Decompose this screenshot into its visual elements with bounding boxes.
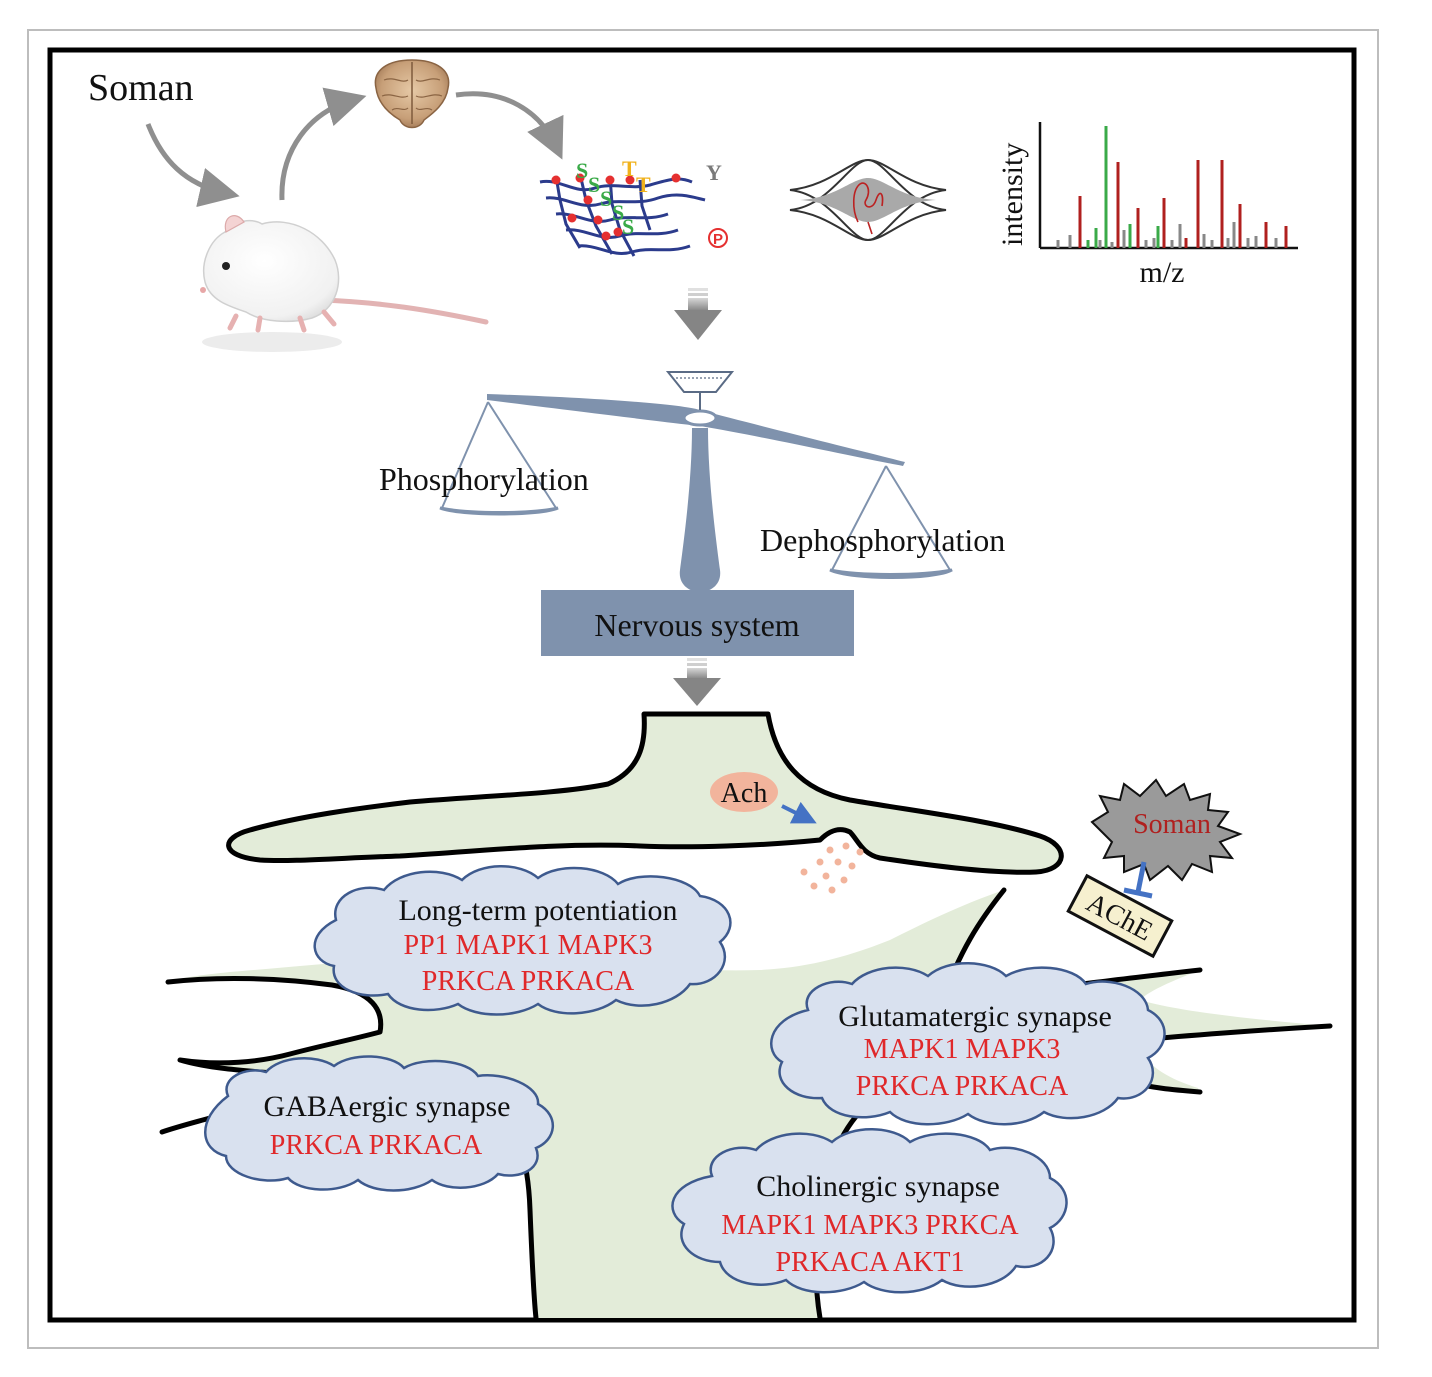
nervous-system-label: Nervous system — [594, 607, 799, 643]
down-arrow-2 — [673, 658, 721, 706]
ltp-genes-line1: PP1 MAPK1 MAPK3 — [404, 930, 653, 961]
inhibition-line — [1135, 861, 1147, 893]
residue-t2: T — [636, 172, 651, 197]
arrow-brain-to-peptides — [455, 91, 564, 160]
ltp-genes-line2: PRKCA PRKACA — [422, 966, 635, 997]
down-arrow-1 — [674, 288, 722, 340]
soman-inhibitor-label: Soman — [1133, 809, 1211, 840]
cholinergic-genes-line2: PRKACA AKT1 — [775, 1247, 964, 1278]
residue-s2: S — [588, 172, 600, 197]
arrow-soman-to-mouse — [145, 123, 240, 208]
residue-s1: S — [576, 158, 588, 183]
gabaergic-genes-line1: PRKCA PRKACA — [270, 1130, 483, 1161]
spectrum-ylabel: intensity — [996, 143, 1029, 246]
residue-s3: S — [600, 186, 612, 211]
glutamatergic-title: Glutamatergic synapse — [838, 1000, 1112, 1033]
released-ach-dots — [800, 842, 864, 894]
ach-label: Ach — [721, 778, 768, 809]
ltp-cloud — [313, 865, 732, 1016]
nervous-system-box — [541, 590, 854, 656]
glutamatergic-cloud — [770, 962, 1166, 1126]
glutamatergic-genes-line1: MAPK1 MAPK3 — [864, 1034, 1061, 1065]
ltp-title: Long-term potentiation — [398, 894, 677, 927]
dephosphorylation-label: Dephosphorylation — [760, 522, 1005, 558]
residue-y: Y — [706, 160, 722, 185]
arrow-mouse-to-brain — [279, 87, 367, 201]
soman-title: Soman — [88, 67, 194, 109]
gabaergic-cloud — [204, 1055, 555, 1192]
mouse-icon — [200, 215, 489, 352]
phospho-mark-icon: P — [708, 228, 728, 248]
residue-s4: S — [612, 200, 624, 225]
balance-scale — [439, 371, 953, 592]
soman-starburst — [1090, 778, 1243, 882]
phospho-mark-label: P — [713, 231, 723, 248]
gabaergic-title: GABAergic synapse — [264, 1090, 511, 1123]
ach-release-arrow — [781, 801, 817, 824]
brain-icon — [374, 59, 450, 129]
cholinergic-title: Cholinergic synapse — [756, 1170, 1000, 1203]
mass-spectrum: intensity m/z — [996, 122, 1298, 289]
spectrum-xlabel: m/z — [1140, 256, 1185, 289]
residue-t1: T — [622, 156, 637, 181]
inhibition-bar — [1123, 887, 1153, 899]
presynaptic-terminal — [226, 711, 1064, 875]
mass-analyzer-icon — [789, 158, 947, 242]
ach-vesicle — [710, 772, 778, 812]
phosphorylation-label: Phosphorylation — [379, 461, 589, 497]
clouds — [204, 865, 1166, 1294]
cholinergic-cloud — [671, 1128, 1068, 1294]
cholinergic-genes-line1: MAPK1 MAPK3 PRKCA — [721, 1210, 1019, 1241]
glutamatergic-genes-line2: PRKCA PRKACA — [856, 1071, 1069, 1102]
residue-s5: S — [622, 214, 634, 239]
phosphosite-dots — [551, 173, 681, 241]
